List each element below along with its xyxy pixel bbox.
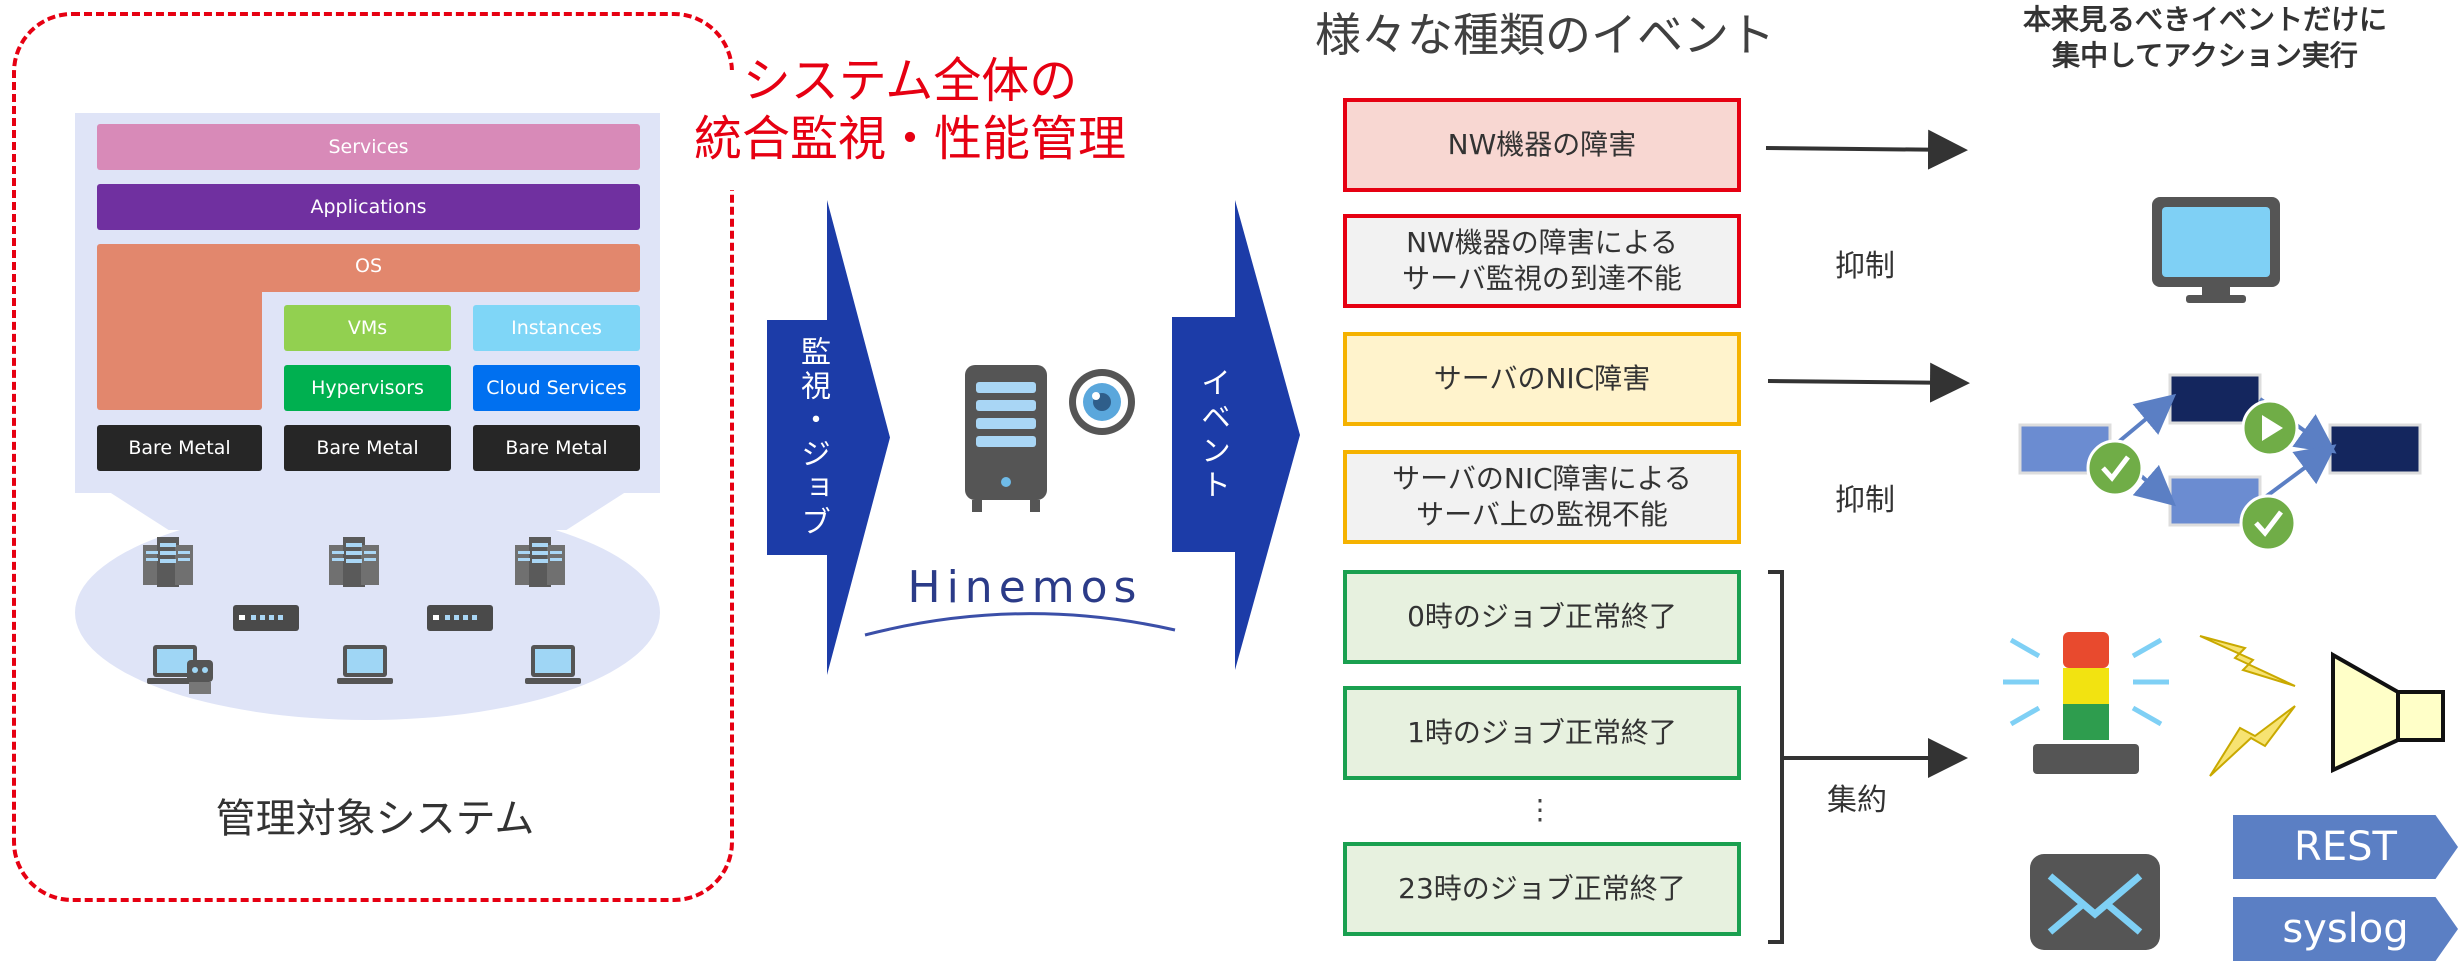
managed-system-label: 管理対象システム	[215, 796, 535, 842]
event-unreachable: NW機器の障害による サーバ監視の到達不能	[1343, 214, 1741, 308]
layer-services: Services	[97, 124, 640, 170]
arrow-to-monitor	[1765, 129, 1968, 170]
actions-title-line2: 集中してアクション実行	[2052, 39, 2358, 72]
server-rack-icon	[515, 537, 565, 587]
network-switch-icon	[427, 605, 493, 631]
network-switch-icon	[233, 605, 299, 631]
hinemos-logo-text: Hinemos	[907, 562, 1143, 613]
layer-os-side	[97, 280, 262, 410]
event-job-1: 1時のジョブ正常終了	[1343, 686, 1741, 780]
event-nic-failure: サーバのNIC障害	[1343, 332, 1741, 426]
job-flow-icon	[2018, 373, 2422, 552]
event-label-wrap: イベント	[1172, 317, 1252, 552]
suppress-label-1: 抑制	[1835, 249, 1895, 284]
layer-os-label: OS	[354, 255, 382, 277]
signal-tower-icon	[2003, 632, 2169, 774]
layer-hypervisors: Hypervisors	[284, 365, 451, 411]
actions-title-line1: 本来見るべきイベントだけに	[2022, 3, 2387, 36]
event-text: サーバのNIC障害	[1433, 362, 1651, 395]
integrated-monitoring-title: システム全体の 統合監視・性能管理	[680, 52, 1140, 168]
laptop-icon	[337, 645, 393, 684]
mail-icon	[2030, 854, 2160, 950]
hinemos-server-icon	[965, 365, 1135, 512]
event-text-line2: サーバ監視の到達不能	[1402, 262, 1682, 295]
layer-bare-metal-1: Bare Metal	[97, 425, 262, 471]
syslog-tag: syslog	[2233, 897, 2458, 961]
layer-instances: Instances	[473, 305, 640, 351]
event-job-23: 23時のジョブ正常終了	[1343, 842, 1741, 936]
event-text: NW機器の障害	[1447, 128, 1637, 161]
monitor-job-label: 監視・ジョブ	[795, 335, 830, 540]
layer-bare-metal-2: Bare Metal	[284, 425, 451, 471]
event-text: 1時のジョブ正常終了	[1407, 716, 1677, 749]
title-line-1: システム全体の	[742, 53, 1078, 109]
event-text-line1: NW機器の障害による	[1406, 226, 1678, 259]
event-monitor-unavailable: サーバのNIC障害による サーバ上の監視不能	[1343, 450, 1741, 544]
title-line-2: 統合監視・性能管理	[693, 111, 1126, 167]
laptop-icon	[525, 645, 581, 684]
layer-bare-metal-3: Bare Metal	[473, 425, 640, 471]
event-job-0: 0時のジョブ正常終了	[1343, 570, 1741, 664]
layer-applications: Applications	[97, 184, 640, 230]
events-title: 様々な種類のイベント	[1315, 8, 1775, 62]
layer-vms: VMs	[284, 305, 451, 351]
check-icon	[2239, 494, 2297, 552]
actions-title: 本来見るべきイベントだけに 集中してアクション実行	[1980, 2, 2430, 74]
aggregate-label: 集約	[1827, 783, 1887, 818]
monitor-icon	[2152, 197, 2280, 303]
managed-system-frame	[12, 12, 734, 902]
speaker-icon	[2331, 651, 2445, 774]
event-nw-failure: NW機器の障害	[1343, 98, 1741, 192]
suppress-label-2: 抑制	[1835, 483, 1895, 518]
event-text: 0時のジョブ正常終了	[1407, 600, 1677, 633]
arrow-to-jobflow	[1767, 362, 1970, 403]
lightning-icon	[2199, 635, 2296, 777]
server-rack-icon	[143, 537, 193, 587]
robot-icon	[187, 660, 213, 694]
infrastructure-icons	[143, 537, 581, 694]
aggregate-brace	[1768, 570, 1784, 944]
monitor-job-label-wrap: 監視・ジョブ	[767, 320, 857, 555]
layer-cloud-services: Cloud Services	[473, 365, 640, 411]
rest-tag: REST	[2233, 815, 2458, 879]
event-arrow-label: イベント	[1195, 366, 1230, 503]
event-arrow-tail	[1172, 317, 1242, 552]
frame-gap	[690, 70, 760, 190]
server-rack-icon	[329, 537, 379, 587]
check-icon	[2086, 439, 2144, 497]
connectors	[1765, 129, 1970, 944]
event-text-line2: サーバ上の監視不能	[1416, 498, 1668, 531]
ellipsis: ⋮	[1526, 792, 1554, 826]
event-text: 23時のジョブ正常終了	[1398, 872, 1686, 905]
hinemos-logo-swoosh	[864, 612, 1176, 637]
event-text-line1: サーバのNIC障害による	[1392, 462, 1692, 495]
